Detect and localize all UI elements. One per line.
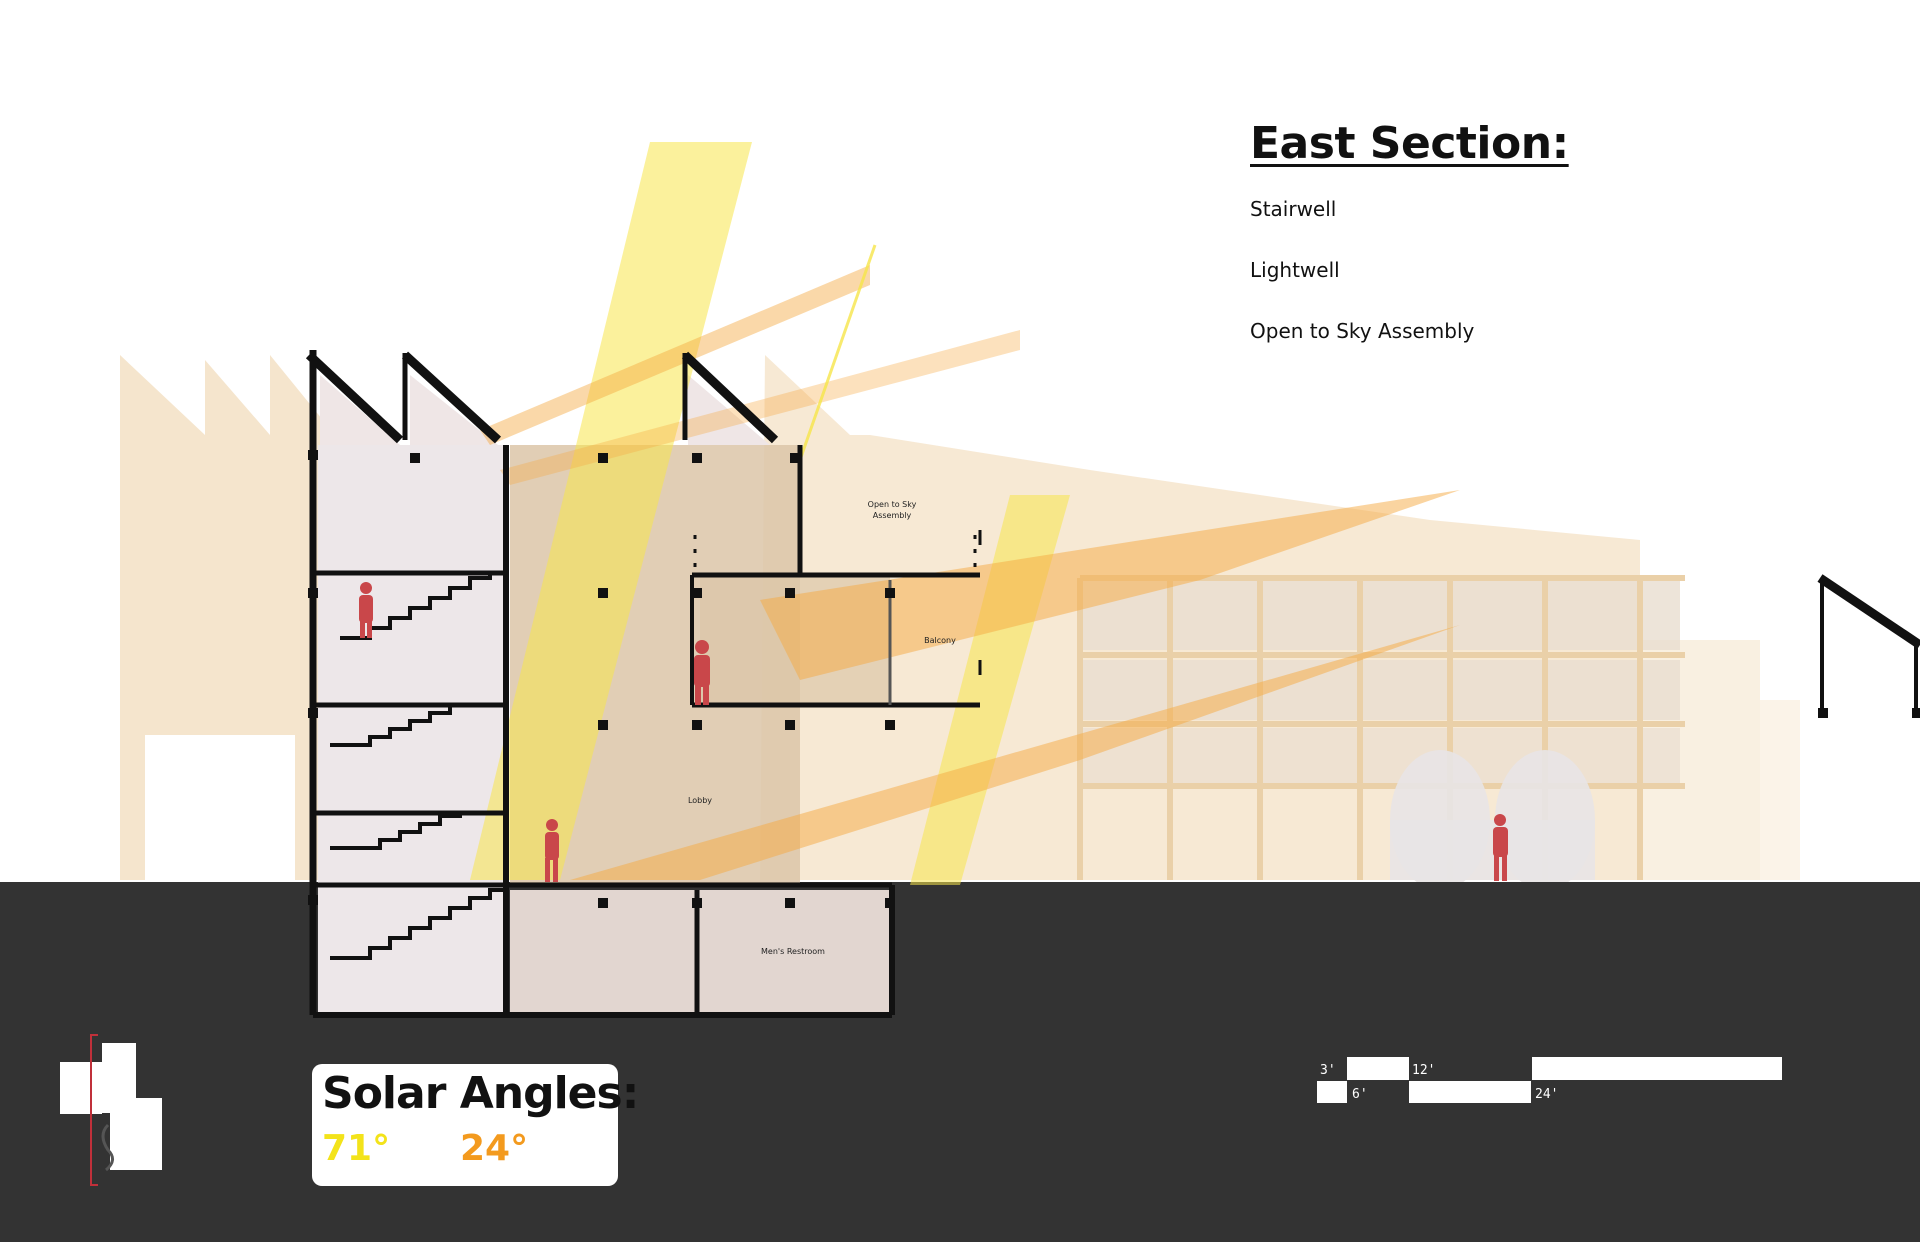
solar-angles-box: Solar Angles: 71° 24° (312, 1064, 639, 1186)
label-open-to-sky-line2: Assembly (873, 511, 912, 520)
legend-item-stairwell: Stairwell (1250, 197, 1337, 221)
scale-label-24ft: 24' (1535, 1087, 1558, 1102)
human-figures (359, 582, 1508, 882)
scale-label-12ft: 12' (1412, 1063, 1435, 1078)
solar-angle-high: 71° (322, 1128, 391, 1169)
scale-label-6ft: 6' (1352, 1087, 1368, 1102)
solar-angles-title: Solar Angles: (322, 1068, 639, 1119)
scale-bar: 3' 6' 12' 24' (1316, 1057, 1782, 1103)
figure-stair (359, 582, 373, 638)
figure-exterior (1493, 814, 1508, 881)
solar-rays (470, 142, 1460, 885)
scale-label-3ft: 3' (1320, 1063, 1336, 1078)
page-title: East Section: (1250, 118, 1569, 169)
key-plan (60, 1034, 162, 1186)
legend-item-open-to-sky-assembly: Open to Sky Assembly (1250, 319, 1475, 343)
figure-balcony (694, 640, 710, 705)
room-labels: Open to Sky Assembly Balcony Lobby Men's… (688, 500, 956, 956)
figure-lobby (545, 819, 559, 882)
label-open-to-sky-line1: Open to Sky (868, 500, 917, 509)
label-balcony: Balcony (924, 636, 956, 645)
solar-angle-low: 24° (460, 1128, 529, 1169)
label-restroom: Men's Restroom (761, 947, 825, 956)
label-lobby: Lobby (688, 796, 712, 805)
column-markers (308, 450, 1920, 908)
legend-item-lightwell: Lightwell (1250, 258, 1340, 282)
title-block: East Section: Stairwell Lightwell Open t… (1250, 118, 1569, 380)
